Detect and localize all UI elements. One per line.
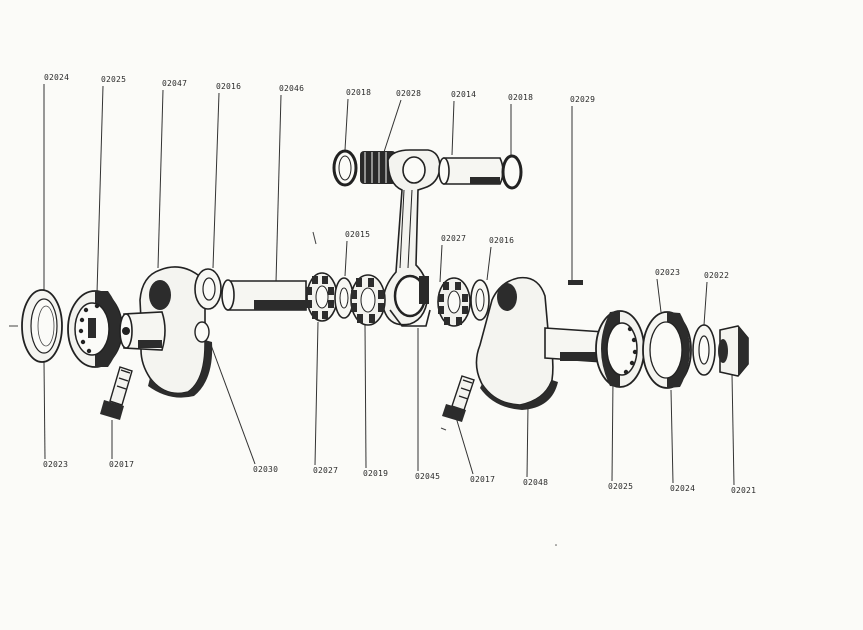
label-02017-right: 02017	[470, 475, 495, 484]
gudgeon-pin	[438, 157, 504, 185]
label-02046: 02046	[279, 84, 304, 93]
left-crank-bolt	[100, 366, 133, 420]
label-02017-left: 02017	[109, 460, 134, 469]
big-end-rollers-right	[437, 277, 471, 327]
label-02028: 02028	[396, 89, 421, 98]
right-main-bearing	[595, 310, 645, 388]
left-thrust-washer	[194, 268, 222, 310]
label-02048: 02048	[523, 478, 548, 487]
part-labels: 02024 02025 02047 02016 02046 02018 0202…	[43, 73, 756, 495]
big-end-rollers-center	[350, 274, 386, 326]
left-oil-seal	[21, 289, 63, 363]
leader-lines	[43, 84, 735, 486]
label-02022: 02022	[704, 271, 729, 280]
crank-pin	[221, 279, 307, 311]
label-02027-top: 02027	[441, 234, 466, 243]
needle-cage-small-end	[360, 151, 396, 184]
left-main-bearing	[67, 290, 123, 368]
right-crank-bolt	[442, 375, 475, 422]
label-02029: 02029	[570, 95, 595, 104]
connecting-rod	[382, 149, 441, 327]
circlip-right	[501, 154, 523, 190]
left-crank-half	[119, 266, 213, 398]
label-02021: 02021	[731, 486, 756, 495]
connecting-rod-assembly	[332, 149, 523, 327]
crank-nut	[718, 325, 749, 377]
label-02023-left: 02023	[43, 460, 68, 469]
big-end-rollers-left	[306, 272, 338, 322]
right-oil-seal	[642, 311, 692, 389]
label-02019: 02019	[363, 469, 388, 478]
right-crank-half	[475, 276, 605, 410]
label-02025-right: 02025	[608, 482, 633, 491]
label-02018-right: 02018	[508, 93, 533, 102]
stray-marks	[9, 231, 557, 546]
label-02016-left: 02016	[216, 82, 241, 91]
label-02047: 02047	[162, 79, 187, 88]
lock-washer	[692, 324, 716, 376]
woodruff-key	[568, 280, 583, 285]
right-thrust-washer	[470, 279, 490, 321]
label-02025-left: 02025	[101, 75, 126, 84]
label-02015: 02015	[345, 230, 370, 239]
circlip-left	[332, 149, 358, 187]
label-02014: 02014	[451, 90, 476, 99]
label-02023-right: 02023	[655, 268, 680, 277]
label-02024-right: 02024	[670, 484, 695, 493]
label-02016-right: 02016	[489, 236, 514, 245]
label-02024-left: 02024	[44, 73, 69, 82]
label-02045: 02045	[415, 472, 440, 481]
label-02018-left: 02018	[346, 88, 371, 97]
label-02030: 02030	[253, 465, 278, 474]
label-02027-bottom: 02027	[313, 466, 338, 475]
